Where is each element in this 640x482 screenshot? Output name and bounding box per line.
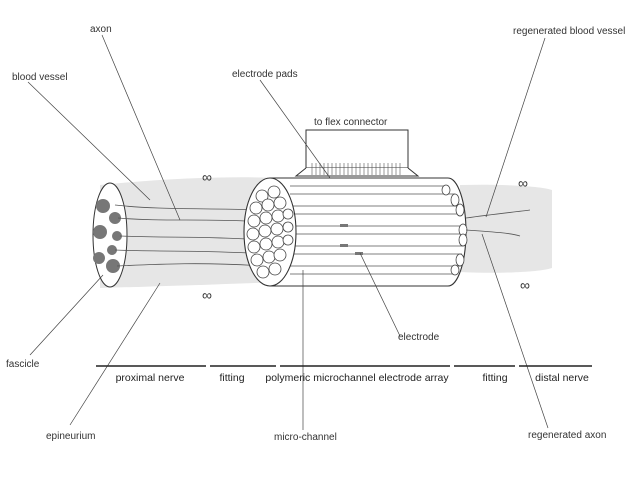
- fitting-symbol: ∞: [520, 277, 530, 293]
- fascicle: [112, 231, 122, 241]
- fascicle: [106, 259, 120, 273]
- label-micro-channel: micro-channel: [274, 432, 337, 443]
- distal-nerve-shadow: [460, 184, 552, 273]
- label-regenerated-blood-vessel: regenerated blood vessel: [513, 26, 625, 37]
- channel-ends: [441, 184, 468, 276]
- fascicle: [107, 245, 117, 255]
- proximal-nerve-shadow: [100, 177, 280, 288]
- fascicle: [96, 199, 110, 213]
- fascicle: [109, 212, 121, 224]
- flex-connector: [294, 129, 420, 177]
- label-axon: axon: [90, 24, 112, 35]
- section-proximal-nerve: proximal nerve: [116, 372, 185, 384]
- leader-lines: [27, 34, 549, 430]
- label-epineurium: epineurium: [46, 431, 95, 442]
- label-electrode-pads: electrode pads: [232, 69, 298, 80]
- channel-openings: [246, 185, 294, 279]
- label-fascicle: fascicle: [6, 359, 40, 370]
- label-to-flex-connector: to flex connector: [314, 117, 388, 128]
- fascicle: [93, 225, 107, 239]
- fitting-symbol: ∞: [202, 287, 212, 303]
- label-electrode: electrode: [398, 332, 440, 343]
- label-regenerated-axon: regenerated axon: [528, 430, 606, 441]
- array-body: [269, 177, 467, 287]
- distal-axons: [465, 209, 531, 237]
- fitting-symbol: ∞: [202, 169, 212, 185]
- fitting-symbol: ∞: [518, 175, 528, 191]
- proximal-nerve-cross-section: [92, 182, 128, 288]
- microchannel-array: [243, 177, 468, 287]
- section-electrode-array: polymeric microchannel electrode array: [265, 372, 449, 384]
- fascicle: [93, 252, 105, 264]
- section-fitting-right: fitting: [482, 372, 507, 384]
- label-blood-vessel: blood vessel: [12, 72, 68, 83]
- electrode-marks: [340, 224, 363, 255]
- section-distal-nerve: distal nerve: [535, 372, 589, 384]
- section-fitting-left: fitting: [219, 372, 244, 384]
